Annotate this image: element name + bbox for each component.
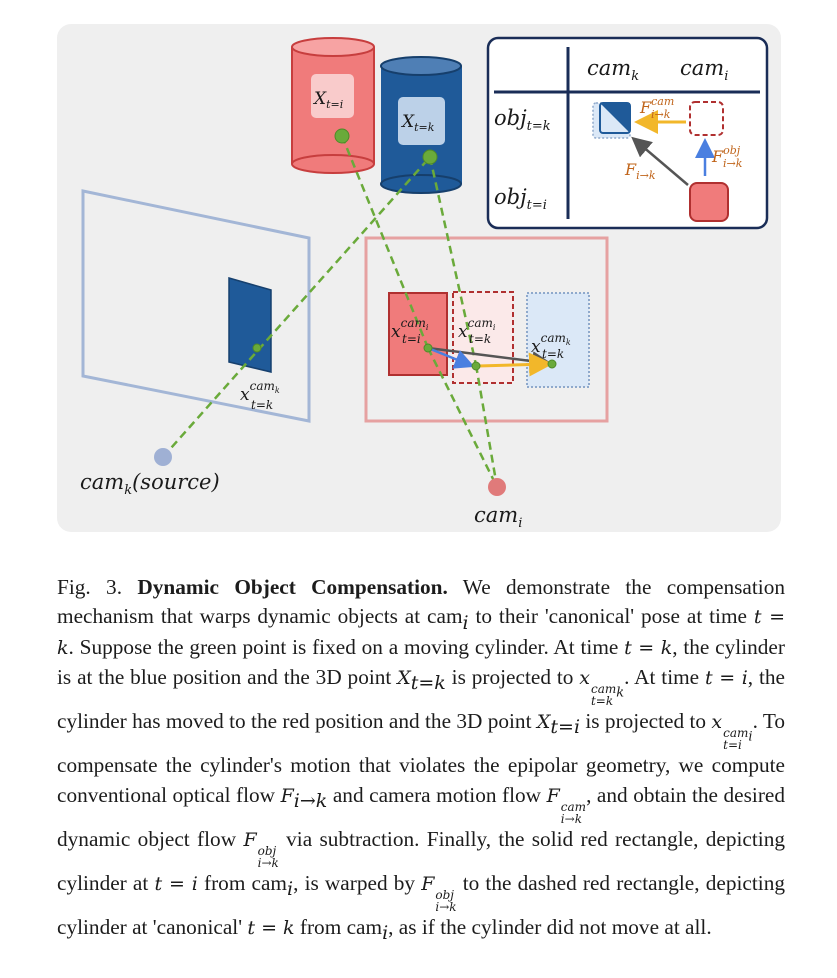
caption-math: i xyxy=(287,877,294,900)
caption-math: X xyxy=(397,667,411,690)
camera-flow-arrow xyxy=(477,352,553,377)
inset-row-obj-t-i: objt=i xyxy=(494,185,547,213)
inset-flow-total-label: Fi→k xyxy=(624,160,656,182)
inset-solid-red-square xyxy=(689,182,729,222)
inset-dashed-red-square xyxy=(689,101,724,136)
caption-text: and camera motion flow xyxy=(332,782,542,807)
inset-total-flow-arrow xyxy=(631,136,689,186)
caption-math: t = k xyxy=(57,606,785,659)
blue-cylinder xyxy=(380,56,462,194)
red-solid-rectangle xyxy=(388,292,448,376)
caption-math: i→k xyxy=(293,789,328,812)
caption-text: via subtraction. Finally, the solid red … xyxy=(57,826,786,895)
caption-math: x xyxy=(579,667,590,690)
caption-math: i xyxy=(462,611,469,634)
projection-rays xyxy=(162,135,499,488)
inset-row-obj-t-k: objt=k xyxy=(494,106,551,134)
cam-k-label: camk(source) xyxy=(80,470,220,498)
caption-text: from cam xyxy=(299,914,383,939)
figure-caption: Fig. 3. Dynamic Object Compensation. We … xyxy=(57,573,785,943)
green-points xyxy=(252,128,557,371)
inset-overlap-square xyxy=(592,102,631,139)
caption-math: F xyxy=(280,784,294,807)
caption-text: to the dashed red rectangle, depicting c… xyxy=(57,870,785,939)
total-flow-arrow xyxy=(427,346,552,372)
caption-math: t = k xyxy=(624,636,673,659)
caption-math: F xyxy=(243,828,257,851)
cam-i-label: cami xyxy=(474,503,522,531)
caption-math: t = k xyxy=(247,916,295,939)
caption-math: X xyxy=(536,711,551,734)
cam-k-image-plane xyxy=(81,189,311,423)
caption-text: , as if the cylinder did not move at all… xyxy=(388,914,712,939)
caption-text: , is warped by xyxy=(293,870,416,895)
caption-math: t = i xyxy=(154,872,198,895)
caption-text: . At time xyxy=(624,665,700,690)
caption-text: , and obtain the desired dynamic object … xyxy=(57,782,786,851)
inset-col-cam-i: cami xyxy=(680,56,728,84)
caption-text: is projected to xyxy=(585,709,707,734)
caption-title: Dynamic Object Compensation. xyxy=(137,575,448,599)
caption-text: to their 'canonical' pose at time xyxy=(475,604,747,629)
caption-text: from cam xyxy=(203,870,288,895)
caption-text: . Suppose the green point is fixed on a … xyxy=(68,634,619,659)
caption-math: F xyxy=(546,784,560,807)
caption-math: x xyxy=(711,711,723,734)
inset-col-cam-k: camk xyxy=(587,56,639,84)
caption-text: . To compensate the cylinder's motion th… xyxy=(57,709,786,807)
object-flow-arrow xyxy=(427,346,475,369)
caption-math: i xyxy=(382,921,389,944)
caption-text: is projected to xyxy=(451,665,574,690)
caption-math: F xyxy=(421,872,435,895)
cylinder-blue-label: Xt=k xyxy=(400,112,435,134)
caption-text: , the cylinder is at the blue position a… xyxy=(57,634,785,690)
cam-i-center xyxy=(488,478,506,496)
cylinder-red-label: Xt=i xyxy=(312,89,343,111)
caption-math: t = i xyxy=(705,667,748,690)
caption-text: , the cylinder has moved to the red posi… xyxy=(57,665,785,734)
caption-text: We demonstrate the compensation mechanis… xyxy=(57,575,786,629)
caption-math: t=i xyxy=(550,716,581,739)
caption-math: t=k xyxy=(410,672,446,695)
caption-prefix: Fig. 3. xyxy=(57,575,123,599)
red-cylinder xyxy=(291,37,375,174)
cam-k-center xyxy=(154,448,172,466)
